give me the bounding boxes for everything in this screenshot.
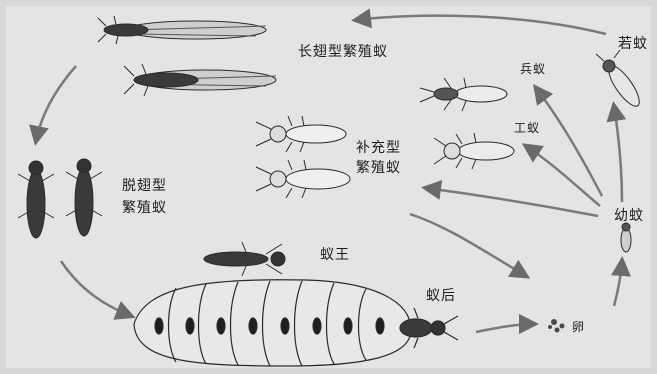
long-wing-termite-1 [98, 16, 266, 44]
supplementary-termite-2 [256, 160, 350, 198]
queen-termite [134, 280, 458, 366]
label-supplementary-line2: 繁殖蚁 [356, 160, 401, 177]
label-supplementary-line1: 补充型 [356, 140, 401, 157]
arrow-larva-to-king [410, 214, 526, 276]
larva [621, 223, 631, 252]
worker-termite [434, 133, 514, 169]
label-soldier: 兵蚁 [520, 62, 546, 76]
label-nymph: 若蚊 [618, 36, 648, 53]
label-larva: 幼蚊 [614, 208, 644, 225]
dealate-termite-2 [66, 159, 102, 236]
arrow-egg-to-larva [614, 261, 622, 306]
label-queen: 蚁后 [426, 288, 456, 305]
arrow-larva-to-supplementary [426, 188, 598, 216]
supplementary-termite-1 [256, 116, 346, 152]
label-dealate-line2: 繁殖蚁 [122, 200, 167, 217]
label-egg: 卵 [572, 320, 585, 334]
arrow-dealate-to-queen [61, 261, 131, 316]
arrow-queen-to-egg [476, 324, 534, 332]
arrow-larva-to-worker [526, 146, 600, 206]
label-king: 蚁王 [320, 247, 350, 264]
label-dealate-line1: 脱翅型 [122, 178, 167, 195]
dealate-termite-1 [18, 161, 54, 238]
egg-cluster [548, 319, 565, 333]
nymph-termite [596, 50, 644, 110]
arrow-nymph-to-longwing [356, 16, 606, 34]
long-wing-termite-2 [124, 64, 276, 96]
soldier-termite [420, 78, 507, 111]
arrow-longwing-to-dealate [36, 66, 76, 141]
label-long-wing-reproductive: 长翅型繁殖蚁 [298, 44, 388, 61]
arrow-larva-to-nymph [614, 106, 622, 202]
king-termite [204, 242, 285, 276]
label-worker: 工蚁 [514, 121, 540, 135]
